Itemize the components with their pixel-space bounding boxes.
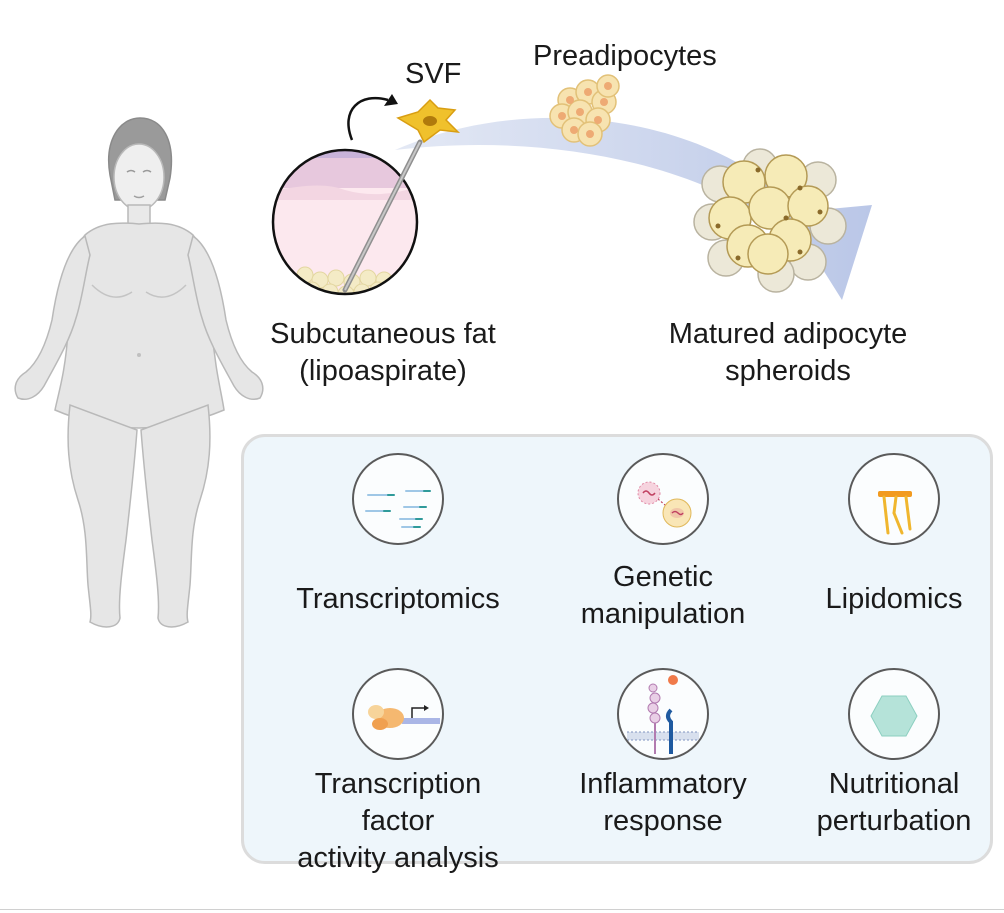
svf-label: SVF xyxy=(405,58,462,90)
genetic-manipulation-icon xyxy=(617,453,709,545)
method-label: Nutritional perturbation xyxy=(774,766,1004,840)
subcutaneous-fat-label: Subcutaneous fat (lipoaspirate) xyxy=(253,316,513,390)
preadipocytes-cluster-icon xyxy=(549,74,620,147)
curved-arrow-icon xyxy=(347,96,389,141)
hexagon-icon xyxy=(848,668,940,760)
subcutaneous-fat-line2: (lipoaspirate) xyxy=(299,355,467,387)
matured-adipocyte-label: Matured adipocyte spheroids xyxy=(648,316,928,390)
adipocyte-spheroid-icon xyxy=(693,148,847,293)
method-label: Transcription factor activity analysis xyxy=(278,766,518,877)
transcription-factor-icon xyxy=(352,668,444,760)
method-label-line2: manipulation xyxy=(580,598,746,630)
method-label-line1: Lipidomics xyxy=(825,583,963,615)
method-label-line2: activity analysis xyxy=(297,842,499,874)
method-label-line1: Nutritional xyxy=(828,768,960,800)
method-transcription-factor: Transcription factor activity analysis xyxy=(278,668,518,877)
matured-adipocyte-line2: spheroids xyxy=(725,355,851,387)
transcriptomics-icon xyxy=(352,453,444,545)
method-transcriptomics: Transcriptomics xyxy=(278,453,518,618)
method-label-line1: Inflammatory xyxy=(579,768,747,800)
method-genetic-manipulation: Genetic manipulation xyxy=(543,453,783,633)
method-label-line1: Genetic xyxy=(613,561,713,593)
method-label: Genetic manipulation xyxy=(543,559,783,633)
bottom-divider xyxy=(0,909,1004,910)
human-figure-icon xyxy=(14,117,264,628)
preadipocytes-label: Preadipocytes xyxy=(533,40,717,72)
skin-section-icon xyxy=(271,139,423,296)
method-label: Inflammatory response xyxy=(543,766,783,840)
lipid-icon xyxy=(848,453,940,545)
matured-adipocyte-line1: Matured adipocyte xyxy=(668,318,908,350)
method-label-line2: response xyxy=(603,805,723,837)
method-label-line1: Transcriptomics xyxy=(296,583,500,615)
method-nutritional-perturbation: Nutritional perturbation xyxy=(774,668,1004,840)
method-label: Lipidomics xyxy=(774,581,1004,618)
method-label-line2: perturbation xyxy=(816,805,972,837)
method-inflammatory-response: Inflammatory response xyxy=(543,668,783,840)
subcutaneous-fat-line1: Subcutaneous fat xyxy=(270,318,496,350)
flow-arrow xyxy=(395,117,872,300)
receptor-icon xyxy=(617,668,709,760)
method-label: Transcriptomics xyxy=(278,581,518,618)
method-label-line1: Transcription factor xyxy=(314,768,482,837)
method-lipidomics: Lipidomics xyxy=(774,453,1004,618)
